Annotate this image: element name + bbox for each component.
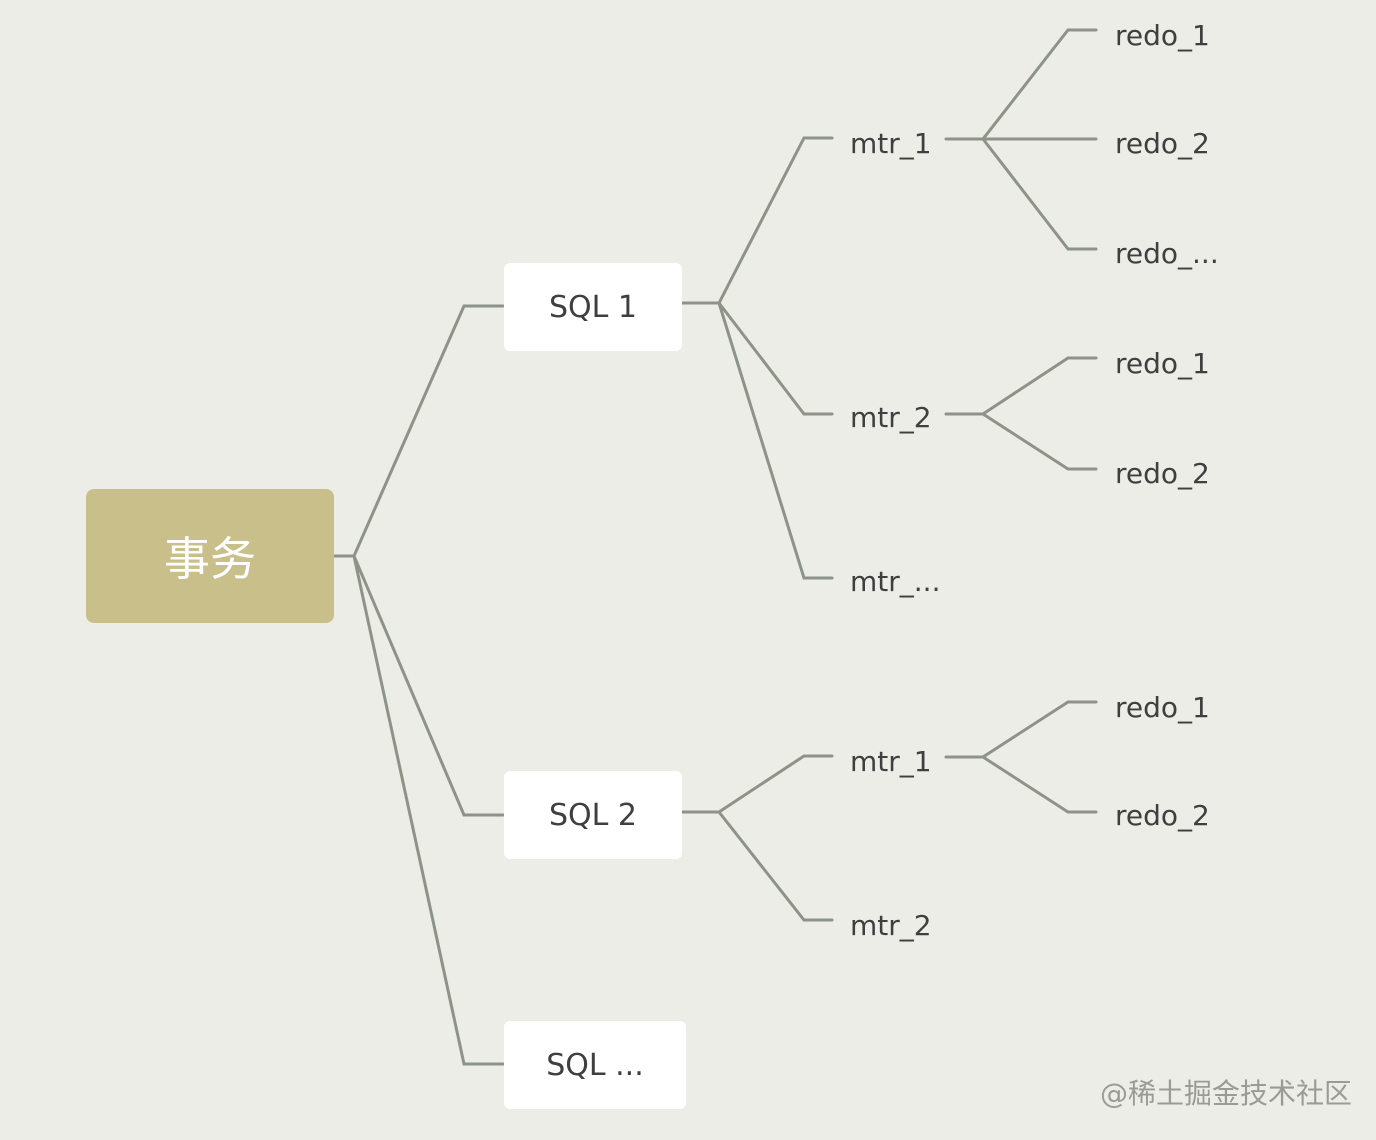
mtr-node-4[interactable]: mtr_1 <box>850 745 932 778</box>
connector-sql1-mtr1 <box>680 136 834 305</box>
sql-node-1[interactable]: SQL 1 <box>504 263 682 351</box>
sql-node-label: SQL ... <box>546 1047 644 1083</box>
connector-sql1-mtr2 <box>717 301 834 416</box>
connector-root-sql2 <box>352 554 505 817</box>
connector-mtr1-redo3 <box>981 137 1098 251</box>
redo-node-2[interactable]: redo_2 <box>1115 127 1210 160</box>
connector-mtr4-redo1 <box>944 700 1098 759</box>
mtr-node-5[interactable]: mtr_2 <box>850 909 932 942</box>
root-node[interactable]: 事务 <box>86 489 334 623</box>
redo-node-7[interactable]: redo_2 <box>1115 799 1210 832</box>
sql-node-label: SQL 1 <box>549 289 637 325</box>
redo-node-4[interactable]: redo_1 <box>1115 347 1210 380</box>
redo-node-3[interactable]: redo_... <box>1115 237 1219 270</box>
sql-node-2[interactable]: SQL 2 <box>504 771 682 859</box>
connector-sql1-mtr3 <box>717 301 834 580</box>
watermark: @稀土掘金技术社区 <box>1099 1077 1352 1110</box>
connector-mtr1-redo1 <box>944 28 1098 141</box>
connector-mtr2-redo2 <box>981 412 1098 471</box>
redo-node-1[interactable]: redo_1 <box>1115 19 1210 52</box>
connector-root-sql1 <box>332 304 505 558</box>
root-label: 事务 <box>164 532 256 586</box>
redo-node-6[interactable]: redo_1 <box>1115 691 1210 724</box>
mtr-node-1[interactable]: mtr_1 <box>850 127 932 160</box>
redo-node-5[interactable]: redo_2 <box>1115 457 1210 490</box>
connector-mtr2-redo1 <box>944 356 1098 416</box>
connector-root-sql3 <box>352 554 505 1066</box>
connector-sql2-mtr1 <box>680 754 834 814</box>
connector-sql2-mtr2 <box>717 810 834 922</box>
connector-mtr4-redo2 <box>981 755 1098 814</box>
sql-node-3[interactable]: SQL ... <box>504 1021 686 1109</box>
mtr-node-3[interactable]: mtr_... <box>850 565 941 598</box>
sql-node-label: SQL 2 <box>549 797 637 833</box>
mtr-node-2[interactable]: mtr_2 <box>850 401 932 434</box>
